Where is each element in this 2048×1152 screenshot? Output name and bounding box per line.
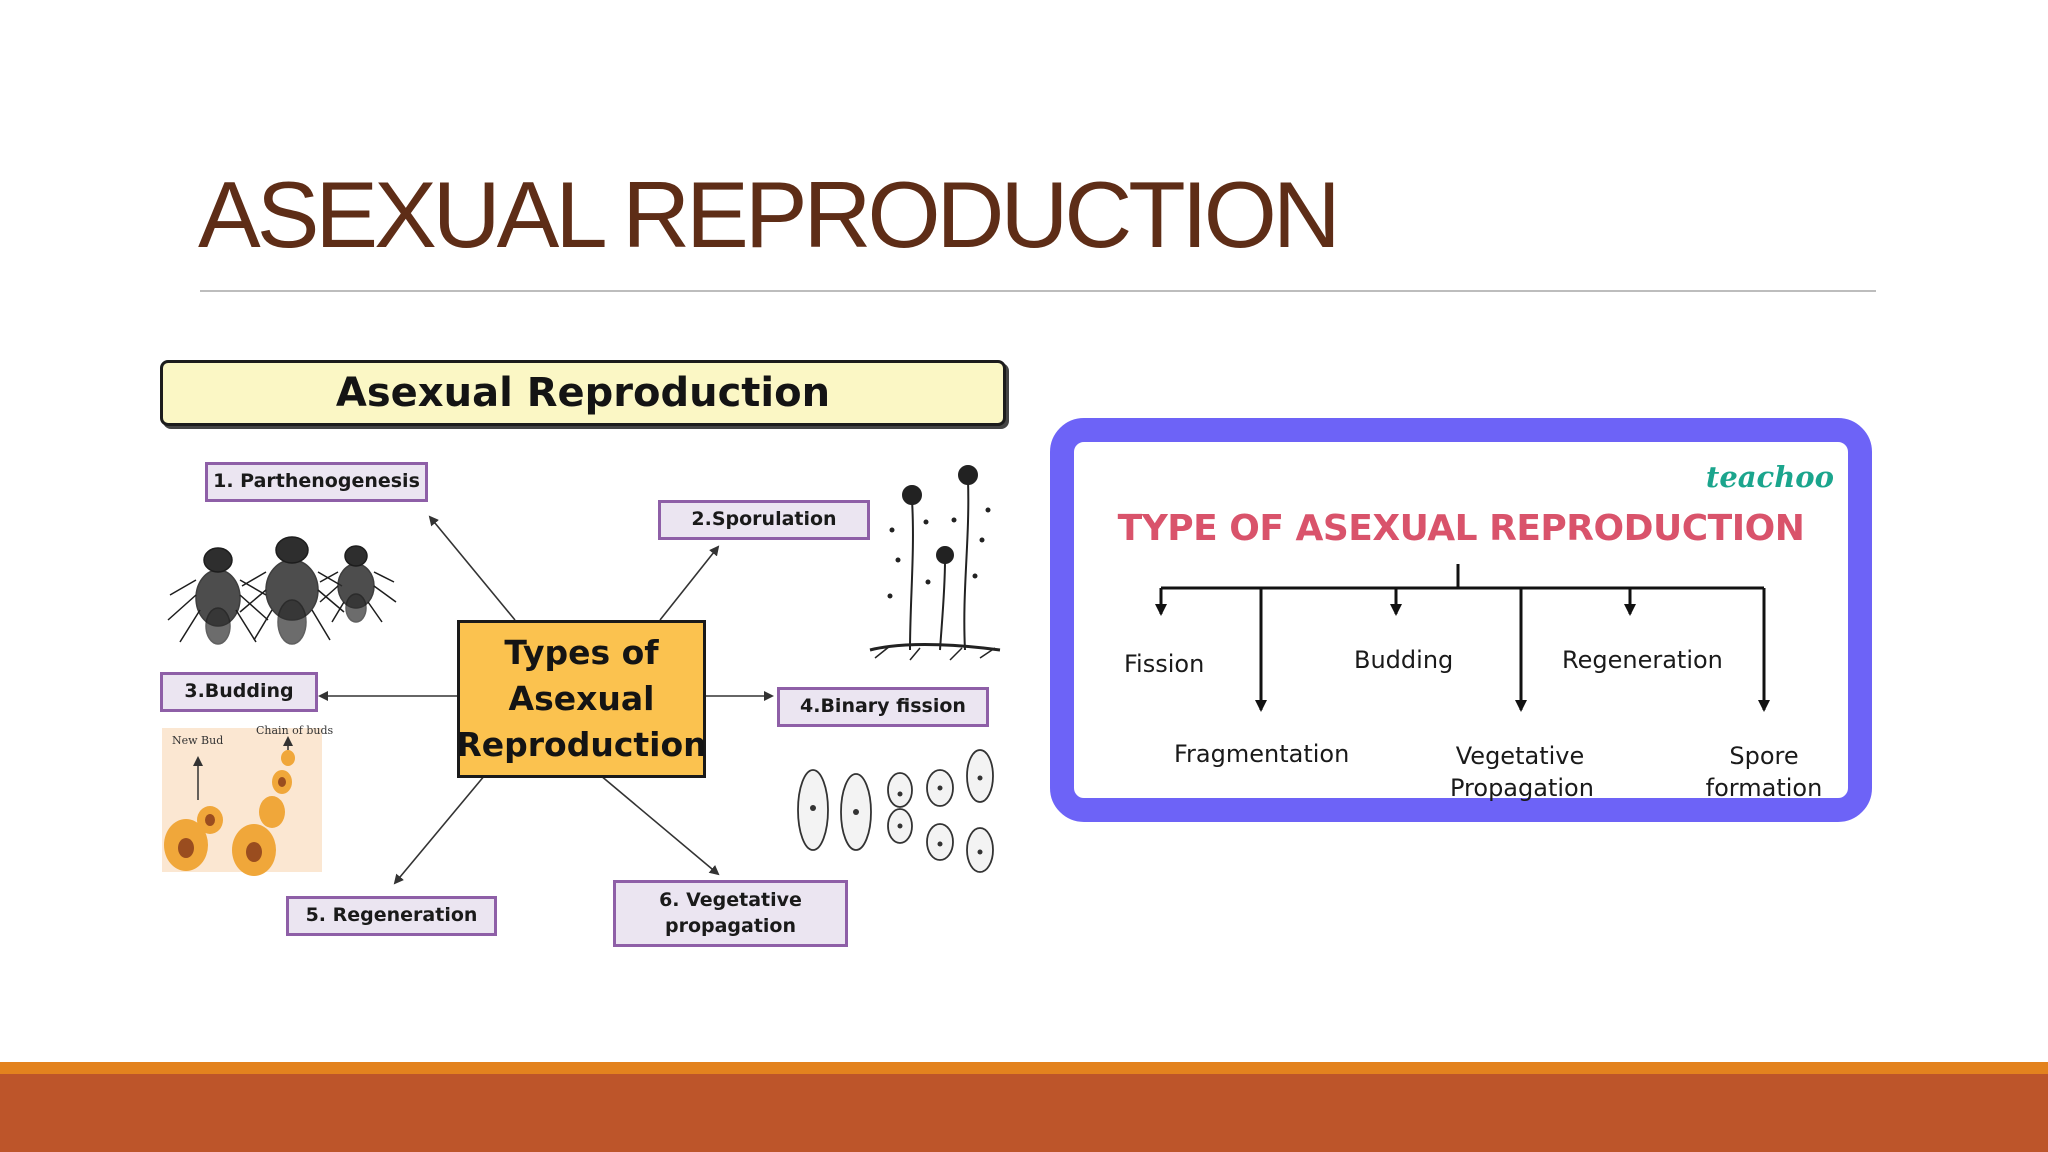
- label-budding: 3.Budding: [160, 672, 318, 712]
- footer-bar: [0, 1074, 2048, 1152]
- label-vegetative-line1: 6. Vegetative: [659, 888, 802, 911]
- tree-label-fission: Fission: [1124, 650, 1205, 678]
- label-parthenogenesis: 1. Parthenogenesis: [205, 462, 428, 502]
- label-vegetative-propagation: 6. Vegetative propagation: [613, 880, 848, 947]
- tree-label-vegetative-line2: Propagation: [1450, 774, 1594, 803]
- arrow-sporulation: [659, 545, 720, 621]
- tree-label-vegetative-propagation: Vegetative Propagation: [1450, 740, 1594, 805]
- arrow-parthenogenesis: [428, 515, 516, 621]
- tree-label-spore-line1: Spore: [1729, 742, 1799, 770]
- tree-label-vegetative-line1: Vegetative: [1455, 742, 1585, 770]
- bees-illustration: [167, 536, 397, 645]
- tree-connectors: [1155, 564, 1770, 712]
- tree-label-spore-line2: formation: [1705, 774, 1823, 803]
- tree-label-spore-formation: Spore formation: [1704, 740, 1824, 805]
- right-diagram-card: teachoo TYPE OF ASEXUAL REPRODUCTION Fis…: [1050, 418, 1872, 822]
- label-sporulation: 2.Sporulation: [658, 500, 870, 540]
- left-diagram: Asexual Reproduction: [150, 350, 1010, 960]
- right-diagram-title: TYPE OF ASEXUAL REPRODUCTION: [1117, 508, 1805, 549]
- tree-label-regeneration: Regeneration: [1562, 646, 1723, 674]
- teachoo-logo: teachoo: [1705, 460, 1834, 494]
- center-box: Types of Asexual Reproduction: [456, 620, 707, 778]
- diagram-banner: Asexual Reproduction: [160, 360, 1006, 426]
- label-regeneration: 5. Regeneration: [286, 896, 497, 936]
- tree-label-fragmentation: Fragmentation: [1174, 740, 1350, 768]
- new-bud-caption: New Bud: [172, 734, 223, 747]
- footer-accent-bar: [0, 1062, 2048, 1074]
- title-divider: [200, 290, 1876, 292]
- yeast-budding-illustration: New Bud Chain of buds: [162, 724, 334, 876]
- slide-title: ASEXUAL REPRODUCTION: [198, 162, 1341, 267]
- chain-of-buds-caption: Chain of buds: [256, 724, 334, 737]
- center-line3: Reproduction: [456, 725, 707, 765]
- label-vegetative-line2: propagation: [664, 914, 797, 937]
- tree-label-budding: Budding: [1354, 646, 1454, 674]
- label-binary-fission: 4.Binary fission: [777, 687, 989, 727]
- connector-arrows: New Bud Chain of buds: [162, 465, 1001, 885]
- arrow-vegetative: [599, 774, 720, 876]
- binary-fission-illustration: [797, 749, 994, 873]
- center-line1: Types of: [504, 632, 659, 672]
- center-line2: Asexual: [508, 678, 655, 718]
- arrow-regeneration: [393, 774, 486, 885]
- sporangia-illustration: [869, 465, 1001, 661]
